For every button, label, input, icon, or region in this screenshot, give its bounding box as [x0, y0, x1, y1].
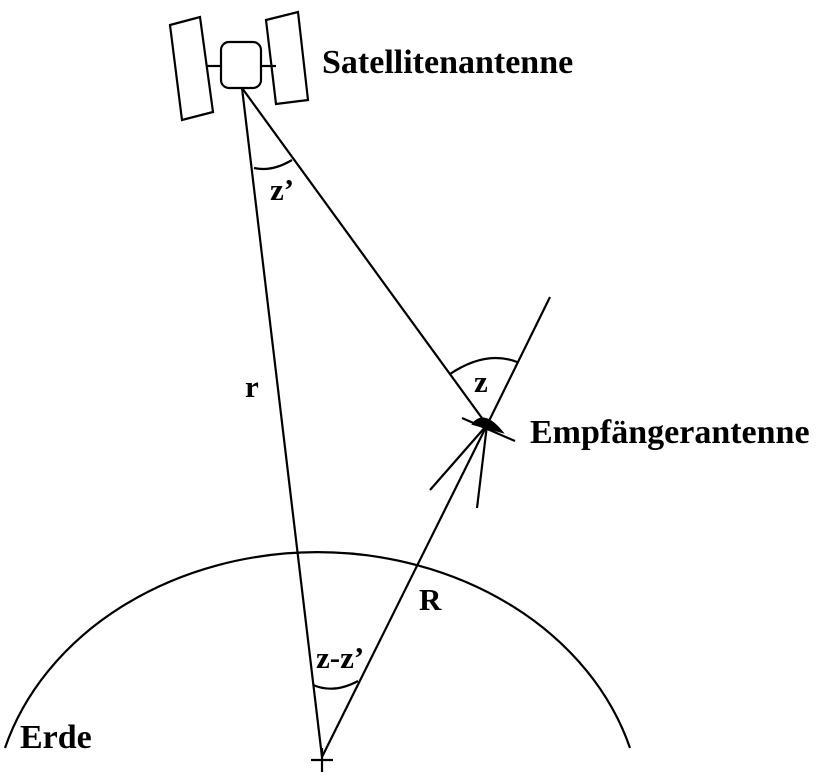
line-satellite-to-receiver	[241, 87, 488, 426]
label-angle-z-prime: z’	[270, 172, 294, 207]
line-r	[240, 87, 324, 758]
earth-surface-arc	[3, 551, 632, 749]
label-angle-z: z	[474, 364, 488, 399]
satellite-icon	[168, 10, 310, 122]
label-receiver: Empfängerantenne	[530, 414, 810, 451]
label-distance-r: r	[245, 369, 259, 404]
zenith-line	[486, 296, 551, 426]
label-earth: Erde	[20, 719, 92, 756]
angle-arc-z-minus-z-prime	[312, 680, 359, 690]
receiver-support-left	[429, 424, 488, 491]
receiver-support-right	[475, 424, 489, 509]
label-satellite: Satellitenantenne	[322, 44, 573, 81]
label-angle-z-minus-z-prime: z-z’	[316, 640, 364, 675]
label-distance-R: R	[419, 582, 442, 617]
line-R	[321, 424, 488, 758]
dish-antenna-icon	[461, 416, 516, 443]
angle-arc-z-prime	[253, 159, 293, 171]
angle-arc-z	[449, 356, 518, 375]
plus-icon	[311, 748, 333, 772]
